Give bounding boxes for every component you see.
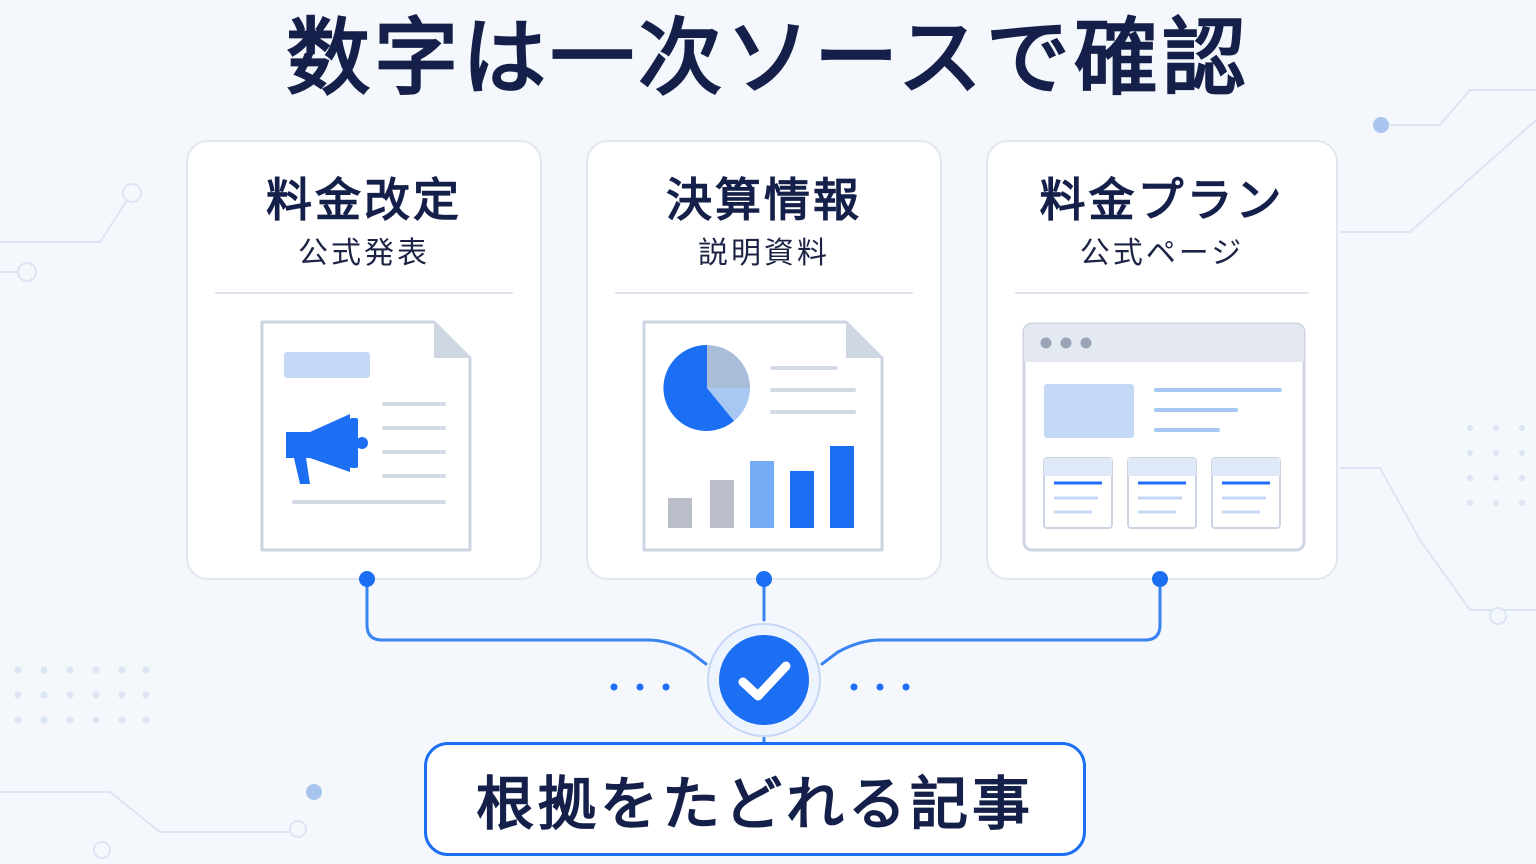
source-card-subtitle: 公式発表 [298,236,430,271]
source-card-title: 料金改定 [266,173,462,227]
page-title: 数字は一次ソースで確認 [286,9,1250,107]
source-card-title: 決算情報 [666,173,862,227]
checkmark-icon [707,623,821,737]
result-article-box: 根拠をたどれる記事 [424,742,1086,856]
webpage-browser-icon [1022,322,1306,552]
card-divider [215,292,513,294]
source-card-subtitle: 公式ページ [1079,236,1245,271]
source-card-pricing-plan: 料金プラン 公式ページ [986,140,1338,580]
source-card-subtitle: 説明資料 [698,236,830,271]
financial-report-document-icon [642,320,884,552]
source-card-earnings: 決算情報 説明資料 [586,140,942,580]
card-divider [615,292,913,294]
announcement-document-icon [260,320,472,552]
source-card-title: 料金プラン [1039,173,1285,227]
card-divider [1015,292,1309,294]
source-card-pricing-announcement: 料金改定 公式発表 [186,140,542,580]
result-article-label: 根拠をたどれる記事 [475,770,1034,838]
